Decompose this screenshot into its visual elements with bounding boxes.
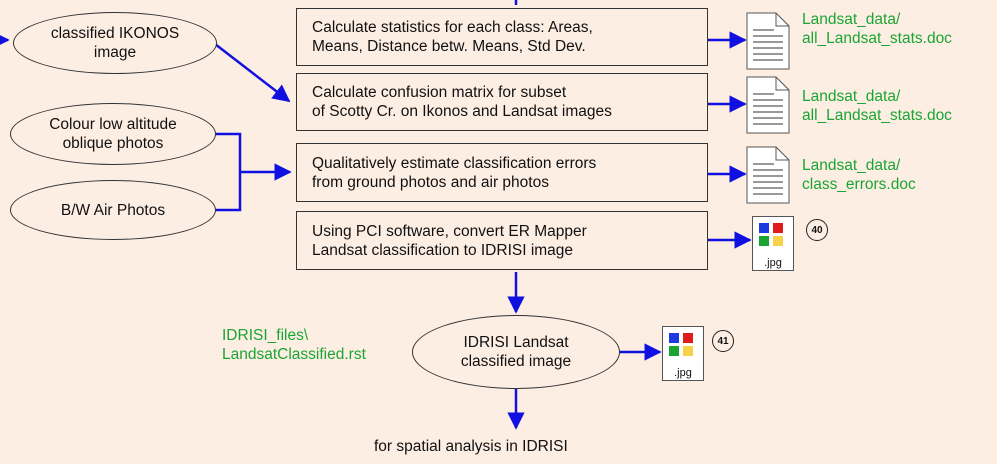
box-convert-text: Using PCI software, convert ER Mapper La… xyxy=(312,222,587,259)
figure-badge-40: 40 xyxy=(806,219,828,241)
file-label-confusion: Landsat_data/ all_Landsat_stats.doc xyxy=(802,88,952,124)
box-classification-errors: Qualitatively estimate classification er… xyxy=(296,143,708,202)
file-label-stats: Landsat_data/ all_Landsat_stats.doc xyxy=(802,11,952,47)
footer-analysis-text: for spatial analysis in IDRISI xyxy=(374,438,568,455)
box-statistics-text: Calculate statistics for each class: Are… xyxy=(312,19,593,55)
jpg-image-icon: .jpg xyxy=(752,216,794,271)
file-label-idrisi: IDRISI_files\ LandsatClassified.rst xyxy=(222,327,366,363)
arrow-ikonos-to-confusion xyxy=(214,43,291,103)
ellipse-bw-photos: B/W Air Photos xyxy=(10,180,216,240)
figure-badge-41: 41 xyxy=(712,330,734,352)
document-icon xyxy=(746,146,790,204)
document-icon xyxy=(746,12,790,70)
file-label-errors: Landsat_data/ class_errors.doc xyxy=(802,157,916,193)
jpg-label: .jpg xyxy=(674,367,692,379)
jpg-label: .jpg xyxy=(764,257,782,269)
box-convert-idrisi: Using PCI software, convert ER Mapper La… xyxy=(296,211,708,270)
box-confusion-matrix: Calculate confusion matrix for subset of… xyxy=(296,73,708,131)
box-confusion-text: Calculate confusion matrix for subset of… xyxy=(312,84,612,120)
ellipse-idrisi: IDRISI Landsat classified image xyxy=(412,315,620,389)
box-statistics: Calculate statistics for each class: Are… xyxy=(296,8,708,66)
ellipse-ikonos: classified IKONOS image xyxy=(13,12,217,74)
jpg-image-icon: .jpg xyxy=(662,326,704,381)
box-errors-text: Qualitatively estimate classification er… xyxy=(312,154,597,191)
ellipse-colour-photos: Colour low altitude oblique photos xyxy=(10,103,216,165)
document-icon xyxy=(746,76,790,134)
bracket-photos xyxy=(214,132,242,212)
